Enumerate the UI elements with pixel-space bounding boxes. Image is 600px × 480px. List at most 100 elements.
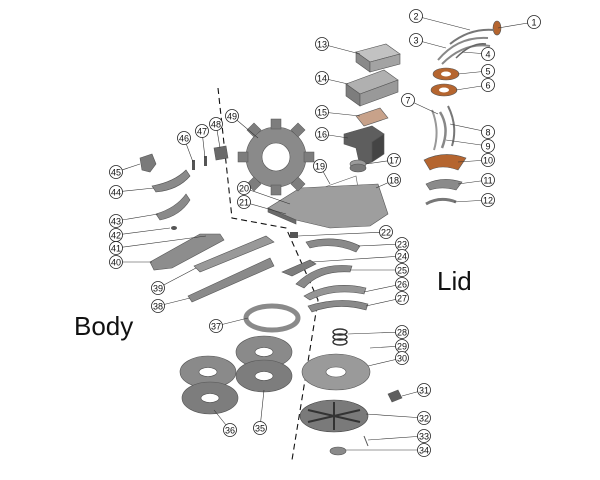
part-23-shape [305,238,361,253]
callout-circle-16 [315,127,329,141]
callout-circle-3 [409,33,423,47]
callout-number-20: 20 [239,184,249,194]
callout-number-25: 25 [397,266,407,276]
callout-number-33: 33 [419,432,429,442]
part-47-shape [204,156,207,166]
callout-8: 8 [449,123,495,139]
callout-number-14: 14 [317,74,327,84]
callout-number-2: 2 [413,12,418,22]
callout-30: 30 [367,351,409,367]
leader-line-24 [311,255,403,263]
part-39-shape [193,235,275,273]
leader-line-33 [367,435,425,441]
part-4-shape [455,43,487,59]
callout-number-19: 19 [315,162,325,172]
callout-circle-28 [395,325,409,339]
callout-number-5: 5 [485,67,490,77]
callout-circle-48 [209,117,223,131]
part-11-shape [425,179,463,191]
callout-number-9: 9 [485,142,490,152]
part-25-shape [295,265,353,289]
leader-line-23 [357,243,403,247]
callout-circle-8 [481,125,495,139]
callout-circle-33 [417,429,431,443]
callout-number-11: 11 [483,176,492,186]
leader-line-28 [347,331,403,335]
leader-line-21 [243,201,287,215]
callout-number-15: 15 [317,108,327,118]
callout-27: 27 [365,291,409,307]
part-34-shape [329,446,347,456]
callout-31: 31 [401,383,431,397]
callout-2: 2 [409,9,471,31]
part-13-shape [355,43,401,73]
callout-number-44: 44 [111,188,121,198]
part-45-shape [139,153,157,173]
callout-48: 48 [209,117,223,149]
callout-35: 35 [253,389,267,435]
callout-circle-44 [109,185,123,199]
callout-circle-35 [253,421,267,435]
callout-12: 12 [453,193,495,207]
callout-32: 32 [365,411,431,425]
part-10-shape [423,154,467,171]
callout-number-38: 38 [153,302,163,312]
callout-44: 44 [109,185,155,199]
callout-circle-26 [395,277,409,291]
callout-circle-12 [481,193,495,207]
callout-38: 38 [151,297,191,313]
leader-line-42 [115,227,171,236]
callout-circle-31 [417,383,431,397]
callout-number-13: 13 [317,40,327,50]
leader-line-32 [365,413,425,419]
part-43-shape [155,193,191,221]
callout-15: 15 [315,105,361,119]
callout-41: 41 [109,235,207,255]
part-20-shape [267,183,389,229]
callout-10: 10 [457,153,495,167]
leader-line-20 [243,187,291,205]
callout-17: 17 [365,153,401,167]
callout-43: 43 [109,213,159,228]
callout-number-46: 46 [179,134,189,144]
callout-number-41: 41 [111,244,121,254]
part-22-shape [290,232,298,238]
callout-circle-19 [313,159,327,173]
callout-circle-15 [315,105,329,119]
callout-number-17: 17 [389,156,399,166]
callout-circle-25 [395,263,409,277]
callout-number-27: 27 [397,294,407,304]
callout-circle-40 [109,255,123,269]
region-label-body: Body [74,311,133,341]
callout-number-26: 26 [397,280,407,290]
part-31-shape [387,389,403,403]
callout-circle-13 [315,37,329,51]
callout-number-24: 24 [397,252,407,262]
callout-number-28: 28 [397,328,407,338]
callout-circle-1 [527,15,541,29]
callout-number-7: 7 [405,96,410,106]
callout-24: 24 [311,249,409,263]
callout-13: 13 [315,37,361,55]
callout-circle-43 [109,214,123,228]
callout-circle-27 [395,291,409,305]
part-15-shape [355,107,389,127]
part-9-shape [431,109,438,151]
part-33-shape [363,435,369,447]
callout-14: 14 [315,71,349,85]
callout-circle-39 [151,281,165,295]
callout-42: 42 [109,227,171,242]
callout-11: 11 [457,173,495,187]
callout-16: 16 [315,127,349,141]
part-7-shape [438,111,447,149]
callout-number-42: 42 [111,231,121,241]
callout-3: 3 [409,33,447,49]
callout-number-3: 3 [413,36,418,46]
callout-26: 26 [363,277,409,293]
part-26-shape [303,285,367,301]
part-27-shape [307,300,369,313]
callout-circle-47 [195,124,209,138]
part-30-gear [301,353,371,391]
callout-number-23: 23 [397,240,407,250]
